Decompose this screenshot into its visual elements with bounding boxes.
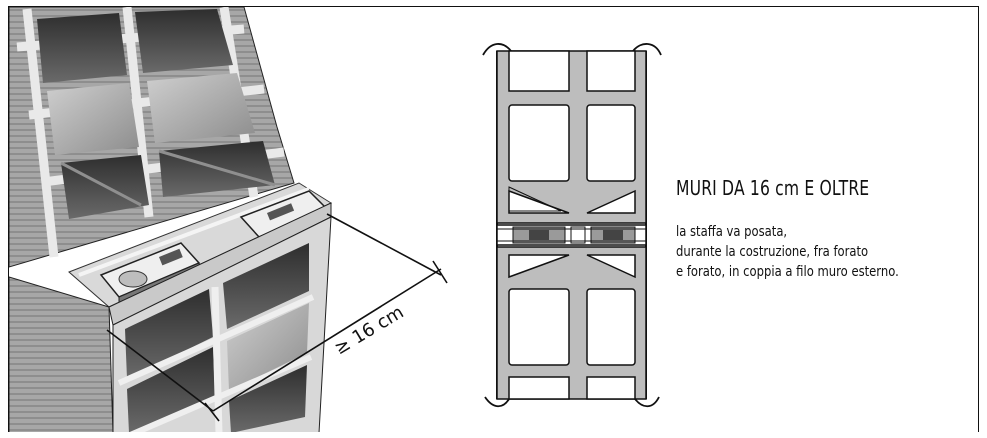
dimension-lines	[106, 213, 448, 422]
section-joint	[496, 224, 647, 246]
section-upper-brick	[496, 50, 647, 224]
upper-brick-block	[9, 7, 295, 268]
section-bracket-icon	[529, 230, 623, 240]
brick-section-plan	[482, 43, 662, 408]
section-lower-brick	[496, 246, 647, 400]
caption-block: MURI DA 16 cm E OLTRE la staffa va posat…	[676, 176, 976, 282]
lower-brick-block	[9, 202, 332, 432]
caption-line-2: durante la costruzione, fra forato	[676, 244, 869, 260]
brick-wall-3d-illustration: ≥ 16 cm	[9, 7, 448, 432]
diagram-frame: ≥ 16 cm	[8, 6, 979, 432]
caption-line-3: e forato, in coppia a filo muro esterno.	[676, 264, 899, 280]
caption-heading: MURI DA 16 cm E OLTRE	[676, 176, 870, 200]
caption-line-1: la staffa va posata,	[676, 224, 788, 240]
